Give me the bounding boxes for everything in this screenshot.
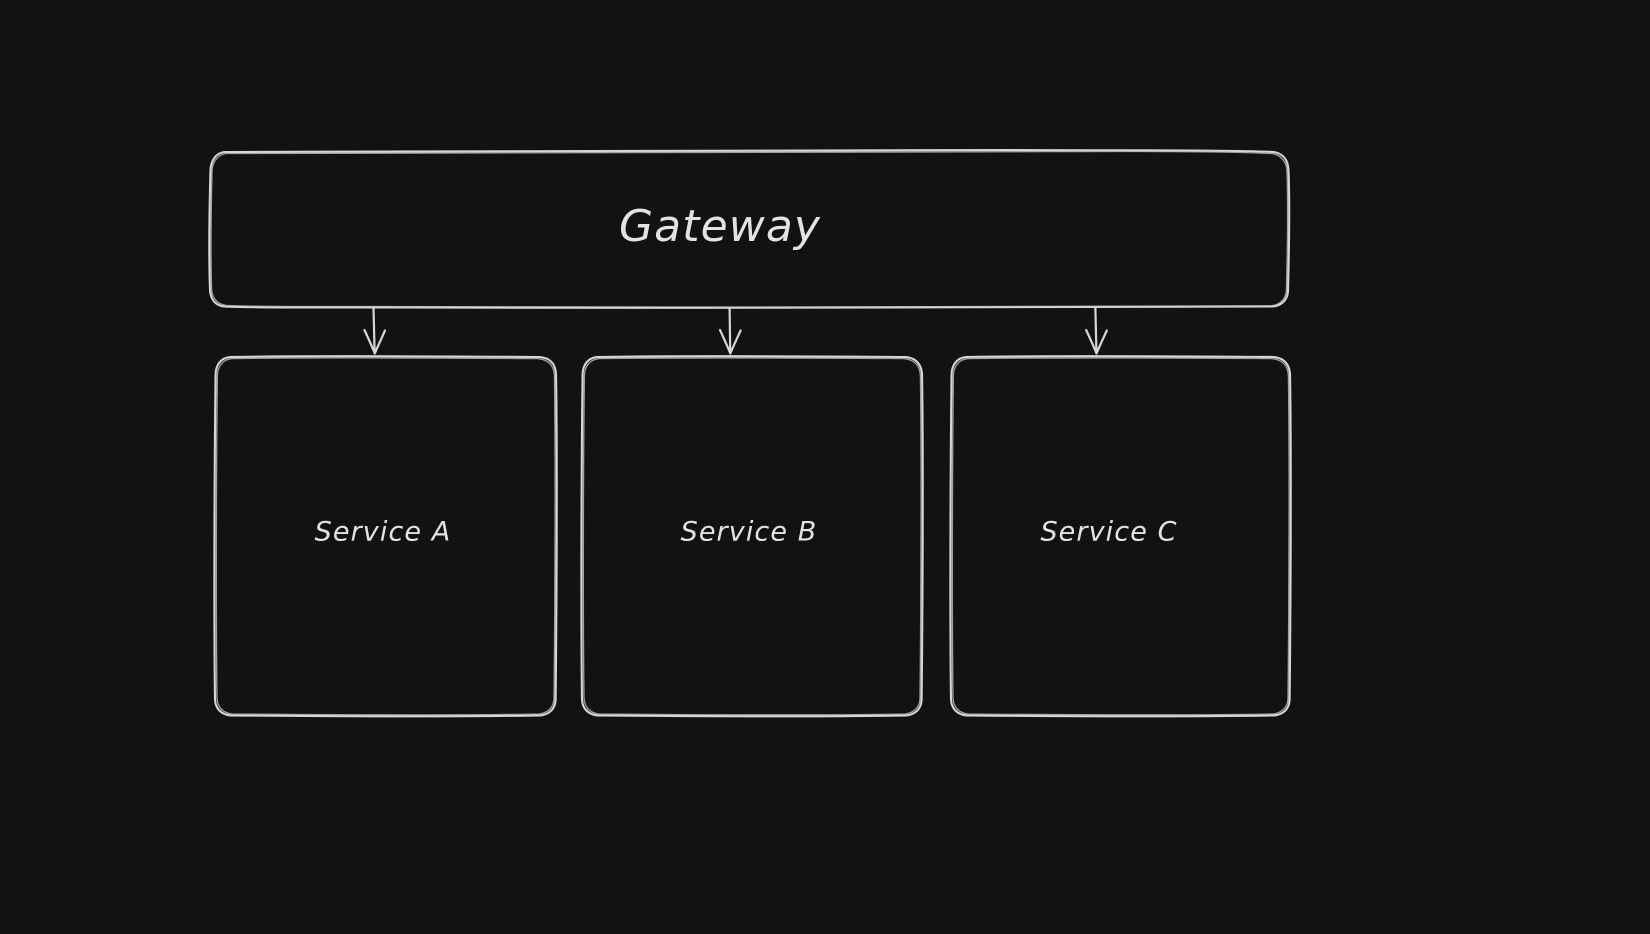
gateway-label: Gateway	[619, 201, 821, 252]
gateway-box-outline	[208, 148, 1291, 309]
node-service-b[interactable]: Service B	[580, 355, 924, 718]
service-a-label: Service A	[315, 517, 452, 548]
edge-gateway-to-service-b[interactable]	[714, 306, 748, 358]
arrow-head-a	[363, 328, 387, 355]
arrow-head-c	[1085, 328, 1108, 355]
service-b-box-outline	[580, 355, 924, 718]
arrow-head-b	[718, 328, 742, 355]
gateway-box-outline-pass2	[210, 150, 1289, 308]
node-service-a[interactable]: Service A	[213, 355, 558, 718]
service-a-box-outline	[213, 355, 558, 718]
service-c-box-outline	[949, 355, 1292, 718]
edge-gateway-to-service-a[interactable]	[358, 306, 392, 358]
gateway-click-target[interactable]	[210, 150, 1290, 308]
edge-gateway-to-service-c[interactable]	[1080, 306, 1114, 358]
service-c-click-target[interactable]	[950, 355, 1293, 717]
node-service-c[interactable]: Service C	[949, 355, 1293, 718]
edge-b-click-target[interactable]	[714, 306, 748, 358]
service-b-label: Service B	[681, 517, 818, 548]
edge-a-click-target[interactable]	[358, 306, 392, 358]
arrow-shaft-c	[1094, 306, 1098, 354]
service-a-box-outline-pass2	[215, 357, 556, 716]
arrow-shaft-a	[372, 306, 376, 354]
service-c-label: Service C	[1040, 517, 1177, 548]
service-b-box-outline-pass2	[582, 357, 922, 716]
arrow-shaft-b	[728, 306, 732, 354]
service-b-click-target[interactable]	[581, 355, 924, 717]
service-c-box-outline-pass2	[951, 357, 1290, 716]
edge-c-click-target[interactable]	[1080, 306, 1114, 358]
node-gateway[interactable]: Gateway	[208, 148, 1291, 309]
service-a-click-target[interactable]	[214, 355, 557, 717]
